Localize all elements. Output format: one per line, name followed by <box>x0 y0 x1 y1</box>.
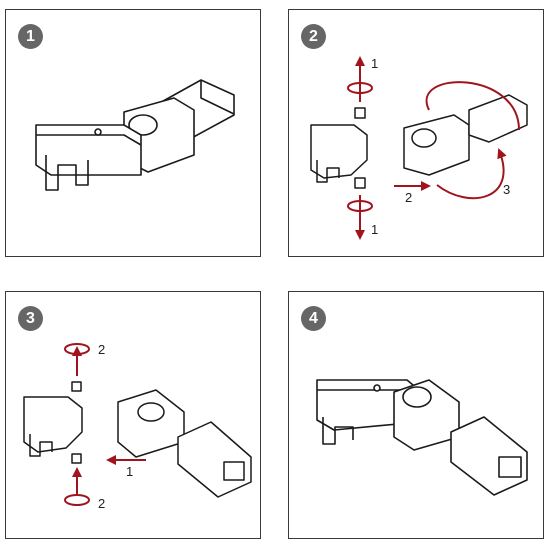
square-tube <box>177 421 252 498</box>
step-1-badge: 1 <box>18 24 43 49</box>
square-tube <box>450 416 528 496</box>
step-3-illustration: 2 2 1 <box>23 342 252 511</box>
rotate-top-arrow <box>347 82 373 94</box>
step-2-badge: 2 <box>301 24 326 49</box>
clamp-block <box>23 396 83 453</box>
step-1-illustration <box>35 79 235 191</box>
step-3-panel: 3 2 2 1 <box>5 291 261 539</box>
clamp-slot <box>45 155 89 191</box>
step-2-illustration: 1 1 2 3 <box>310 56 528 240</box>
rotate-bottom-arrow <box>64 494 90 506</box>
swing-arrow-bottom <box>436 148 507 200</box>
nut-bottom <box>71 453 82 464</box>
label-swing: 3 <box>503 182 510 197</box>
label-rotate-bottom: 1 <box>371 222 378 237</box>
step-2-panel: 2 1 1 2 3 <box>288 9 544 257</box>
label-push: 2 <box>405 190 412 205</box>
nut-bottom <box>354 177 366 189</box>
step-4-badge: 4 <box>301 306 326 331</box>
bolt-hole <box>128 114 158 136</box>
step-4-panel: 4 <box>288 291 544 539</box>
connector-body <box>117 389 185 458</box>
clamp-block <box>35 124 142 176</box>
label-push: 1 <box>126 464 133 479</box>
label-rotate-top: 2 <box>98 342 105 357</box>
screw-hole <box>94 128 102 136</box>
label-rotate-bottom: 2 <box>98 496 105 511</box>
step-3-badge: 3 <box>18 306 43 331</box>
nut-top <box>71 381 82 392</box>
connector-body <box>403 114 470 176</box>
step-4-illustration <box>316 379 528 496</box>
label-rotate-top: 1 <box>371 56 378 71</box>
step-1-panel: 1 <box>5 9 261 257</box>
swing-arrow-top <box>425 81 520 131</box>
clamp-block <box>310 124 368 179</box>
rotate-bottom-arrow <box>347 200 373 212</box>
rotate-top-arrow <box>64 343 90 355</box>
nut-top <box>354 107 366 119</box>
